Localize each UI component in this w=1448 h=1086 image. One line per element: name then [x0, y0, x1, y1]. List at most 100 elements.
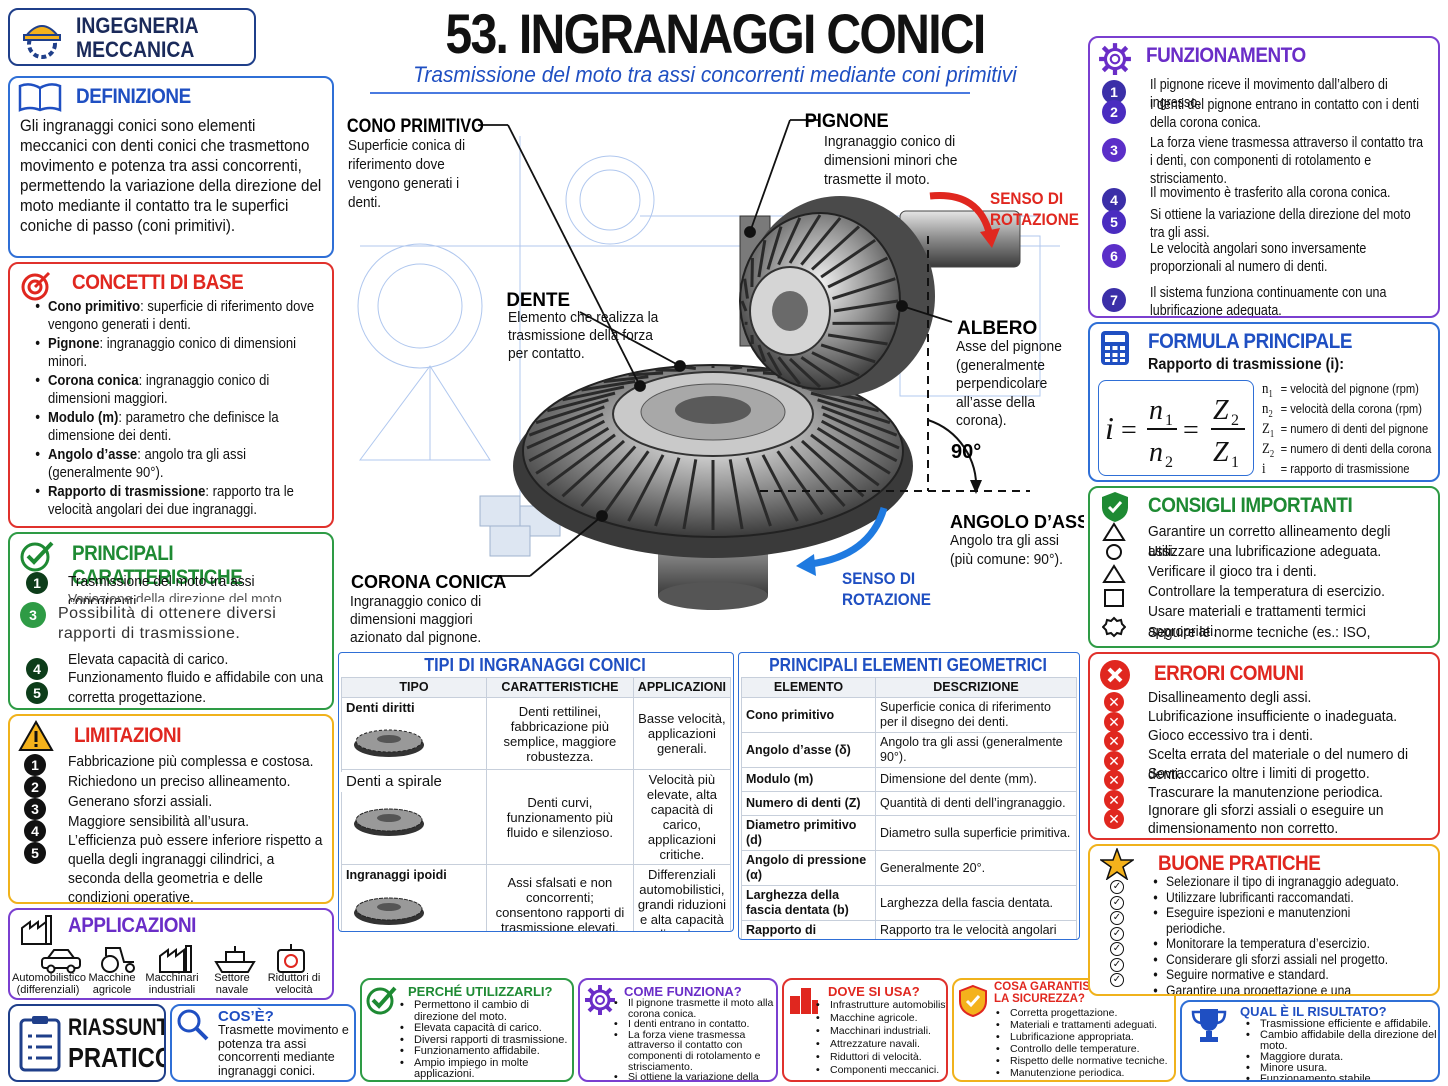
table-row: Larghezza della fascia dentata (b)Larghe… — [741, 885, 1077, 921]
number-badge: 7 — [1102, 288, 1126, 312]
gear-tooth — [654, 457, 681, 527]
gear-tooth — [827, 256, 889, 289]
table-row: Numero di denti (Z)Quantità di denti del… — [741, 791, 1077, 816]
sicurezza-item: Manutenzione periodica. — [996, 1067, 1174, 1079]
gear-tooth — [810, 391, 880, 413]
label-angolo-text: Angolo tra gli assi (più comune: 90°). — [950, 532, 1063, 568]
funzionamento-title: FUNZIONAMENTO — [1146, 44, 1306, 67]
come-title: COME FUNZIONA? — [624, 984, 742, 999]
check-circle-icon: ✓ — [1110, 911, 1124, 925]
formula-box: FORMULA PRINCIPALE Rapporto di trasmissi… — [1088, 322, 1440, 482]
tipi-cell: Denti diritti — [341, 697, 487, 770]
errori-item: Lubrificazione insufficiente o inadeguat… — [1148, 708, 1398, 725]
svg-text:n: n — [1149, 437, 1163, 468]
funzionamento-item: La forza viene trasmessa attraverso il c… — [1150, 135, 1424, 187]
perche-item: Funzionamento affidabile. — [400, 1045, 572, 1058]
elementi-cell: Diametro sulla superficie primitiva. — [875, 815, 1077, 851]
caratteristiche-item-5: Funzionamento fluido e affidabile con un… — [68, 669, 324, 706]
axis-lines — [760, 236, 1030, 492]
tipi-cell: Differenziali automobilistici, grandi ri… — [632, 864, 732, 931]
elementi-cell: Diametro primitivo (d) — [741, 815, 876, 851]
elementi-cell: Rapporto di trasmissione (i) — [741, 920, 876, 939]
perche-title: PERCHÉ UTILIZZARLI? — [408, 984, 553, 999]
crown-gear — [513, 364, 913, 610]
funzionamento-item: Il movimento è trasferito alla corona co… — [1150, 185, 1391, 201]
gear-tooth — [750, 334, 754, 345]
table-row: Angolo d’asse (δ)Angolo tra gli assi (ge… — [741, 732, 1077, 768]
caratteristiche-item-2: Variazione della direzione del moto — [68, 591, 282, 602]
caratteristiche-box: PRINCIPALI CARATTERISTICHE 1 4 5 3 Trasm… — [8, 532, 334, 710]
gear-tooth — [602, 450, 650, 516]
gear-tooth — [562, 385, 625, 402]
formula-subtitle: Rapporto di trasmissione (i): — [1148, 356, 1345, 373]
errori-item: Gioco eccessivo tra i denti. — [1148, 727, 1313, 744]
concetti-list: Cono primitivo: superficie di riferiment… — [35, 298, 332, 519]
gear-tooth — [820, 238, 876, 279]
gear-tooth — [800, 216, 842, 266]
number-badge: 6 — [1102, 244, 1126, 268]
errori-item: Sovraccarico oltre i limiti di progetto. — [1148, 765, 1370, 782]
elementi-cell: Angolo d’asse (δ) — [741, 732, 876, 768]
shield-icon — [959, 984, 987, 1018]
dove-title: DOVE SI USA? — [828, 984, 920, 999]
car-icon — [41, 949, 81, 974]
rotation-arrow-red — [929, 192, 994, 237]
gear-tooth — [811, 351, 860, 377]
elementi-cell: Dimensione del dente (mm). — [875, 767, 1077, 792]
gear-tooth — [750, 257, 754, 288]
gear-tooth — [546, 391, 616, 413]
errori-title: ERRORI COMUNI — [1154, 662, 1304, 685]
error-x-icon: ✕ — [1104, 711, 1124, 732]
check-circle-icon: ✓ — [1110, 957, 1124, 972]
gear-tooth — [817, 398, 891, 425]
come-item: I denti entrano in contatto. — [614, 1019, 776, 1030]
concetti-title: CONCETTI DI BASE — [72, 271, 244, 294]
gear-tooth — [561, 439, 626, 498]
concetti-item: Cono primitivo: superficie di riferiment… — [35, 298, 318, 334]
tipi-cell: Denti curvi, funzionamento più fluido e … — [486, 769, 634, 865]
svg-text:2: 2 — [1165, 454, 1173, 471]
elementi-cell: Larghezza della fascia dentata (b) — [741, 885, 876, 921]
dove-box: DOVE SI USA? Infrastrutture automobilist… — [782, 978, 948, 1082]
factory-icon — [21, 915, 52, 945]
gear-tooth — [603, 375, 649, 384]
cose-box: COS’È? Trasmette movimento e potenza tra… — [170, 1004, 356, 1082]
trophy-icon — [1191, 1009, 1227, 1042]
table-row: Ingranaggi ipoidi Assi sfalsati e non co… — [341, 864, 732, 931]
app-industriali: Macchinari industriali — [145, 972, 199, 996]
elementi-header: DESCRIZIONE — [875, 677, 1077, 698]
limitazioni-item: L’efficienza può essere inferiore rispet… — [68, 832, 323, 904]
gear-tooth — [535, 398, 609, 425]
gear-tooth — [728, 459, 744, 530]
buildings-icon — [790, 988, 818, 1014]
sicurezza-item: Controllo delle temperature. — [996, 1043, 1174, 1055]
check-circle-icon — [366, 986, 397, 1015]
perche-box: PERCHÉ UTILIZZARLI? Permettono il cambio… — [360, 978, 574, 1082]
brand-line2: MECCANICA — [76, 37, 195, 62]
concetti-box: CONCETTI DI BASE Cono primitivo: superfi… — [8, 262, 334, 528]
consigli-item: Controllare la temperatura di esercizio. — [1148, 583, 1386, 600]
svg-text:Z: Z — [1213, 437, 1229, 468]
concetti-item: Modulo (m): parametro che definisce la d… — [35, 409, 318, 445]
number-badge: 3 — [1102, 138, 1126, 162]
svg-text:2: 2 — [1231, 412, 1239, 429]
straight-bevel-gear-icon — [354, 729, 424, 757]
gear-tooth — [766, 351, 783, 377]
concetti-item: Pignone: ingranaggio conico di dimension… — [35, 335, 318, 371]
dove-item: Componenti meccanici. — [816, 1064, 946, 1077]
come-item: La forza viene trasmessa attraverso il c… — [614, 1029, 776, 1072]
sicurezza-title2: LA SICUREZZA? — [994, 993, 1085, 1005]
star-icon — [1100, 848, 1134, 880]
gear-tooth — [683, 365, 696, 371]
number-badge: 5 — [24, 842, 46, 864]
svg-text:=: = — [1183, 415, 1199, 446]
check-circle-icon: ✓ — [1110, 926, 1124, 941]
formula-legend-item: n2 = velocità della corona (rpm) — [1262, 401, 1422, 420]
elementi-cell: Modulo (m) — [741, 767, 876, 792]
gear-tooth — [581, 379, 636, 392]
tipi-cell: Denti rettilinei, fabbricazione più semp… — [486, 697, 634, 770]
elementi-cell: Quantità di denti dell’ingranaggio. — [875, 791, 1077, 816]
consigli-item: Utilizzare una lubrificazione adeguata. — [1148, 543, 1382, 560]
consigli-item: Verificare il gioco tra i denti. — [1148, 563, 1317, 580]
